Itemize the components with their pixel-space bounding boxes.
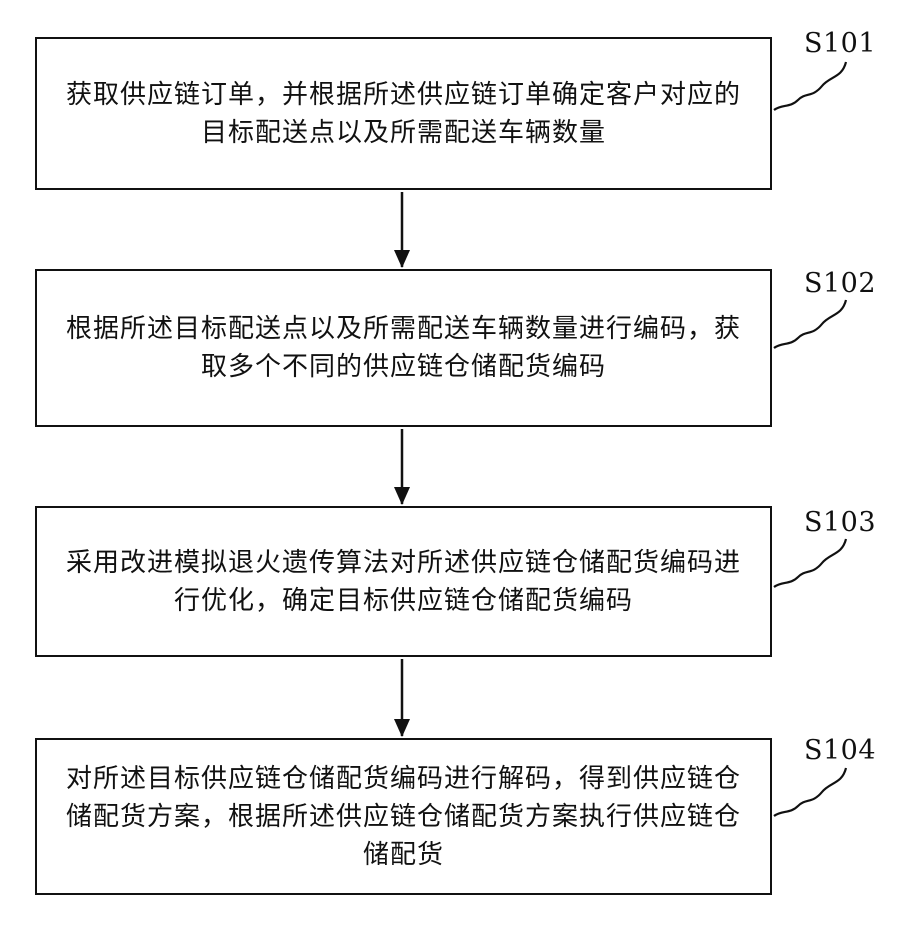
step-label-s104: S104 bbox=[804, 735, 876, 766]
step-text-s101: 获取供应链订单，并根据所述供应链订单确定客户对应的目标配送点以及所需配送车辆数量 bbox=[37, 76, 770, 152]
step-label-s103: S103 bbox=[804, 507, 876, 538]
step-label-s101: S101 bbox=[804, 28, 876, 59]
step-box-s104: 对所述目标供应链仓储配货编码进行解码，得到供应链仓储配货方案，根据所述供应链仓储… bbox=[35, 738, 772, 895]
leader-curve-s103 bbox=[774, 539, 846, 587]
leader-curve-s102 bbox=[774, 300, 846, 348]
leader-curve-s101 bbox=[774, 62, 846, 110]
step-text-s103: 采用改进模拟退火遗传算法对所述供应链仓储配货编码进行优化，确定目标供应链仓储配货… bbox=[37, 544, 770, 620]
step-text-s104: 对所述目标供应链仓储配货编码进行解码，得到供应链仓储配货方案，根据所述供应链仓储… bbox=[37, 760, 770, 874]
arrowhead-s104 bbox=[394, 719, 410, 737]
arrowhead-s102 bbox=[394, 250, 410, 268]
step-box-s101: 获取供应链订单，并根据所述供应链订单确定客户对应的目标配送点以及所需配送车辆数量 bbox=[35, 37, 772, 190]
step-box-s103: 采用改进模拟退火遗传算法对所述供应链仓储配货编码进行优化，确定目标供应链仓储配货… bbox=[35, 506, 772, 657]
arrowhead-s103 bbox=[394, 487, 410, 505]
step-box-s102: 根据所述目标配送点以及所需配送车辆数量进行编码，获取多个不同的供应链仓储配货编码 bbox=[35, 269, 772, 427]
leader-curve-s104 bbox=[774, 768, 846, 816]
step-text-s102: 根据所述目标配送点以及所需配送车辆数量进行编码，获取多个不同的供应链仓储配货编码 bbox=[37, 310, 770, 386]
step-label-s102: S102 bbox=[804, 268, 876, 299]
